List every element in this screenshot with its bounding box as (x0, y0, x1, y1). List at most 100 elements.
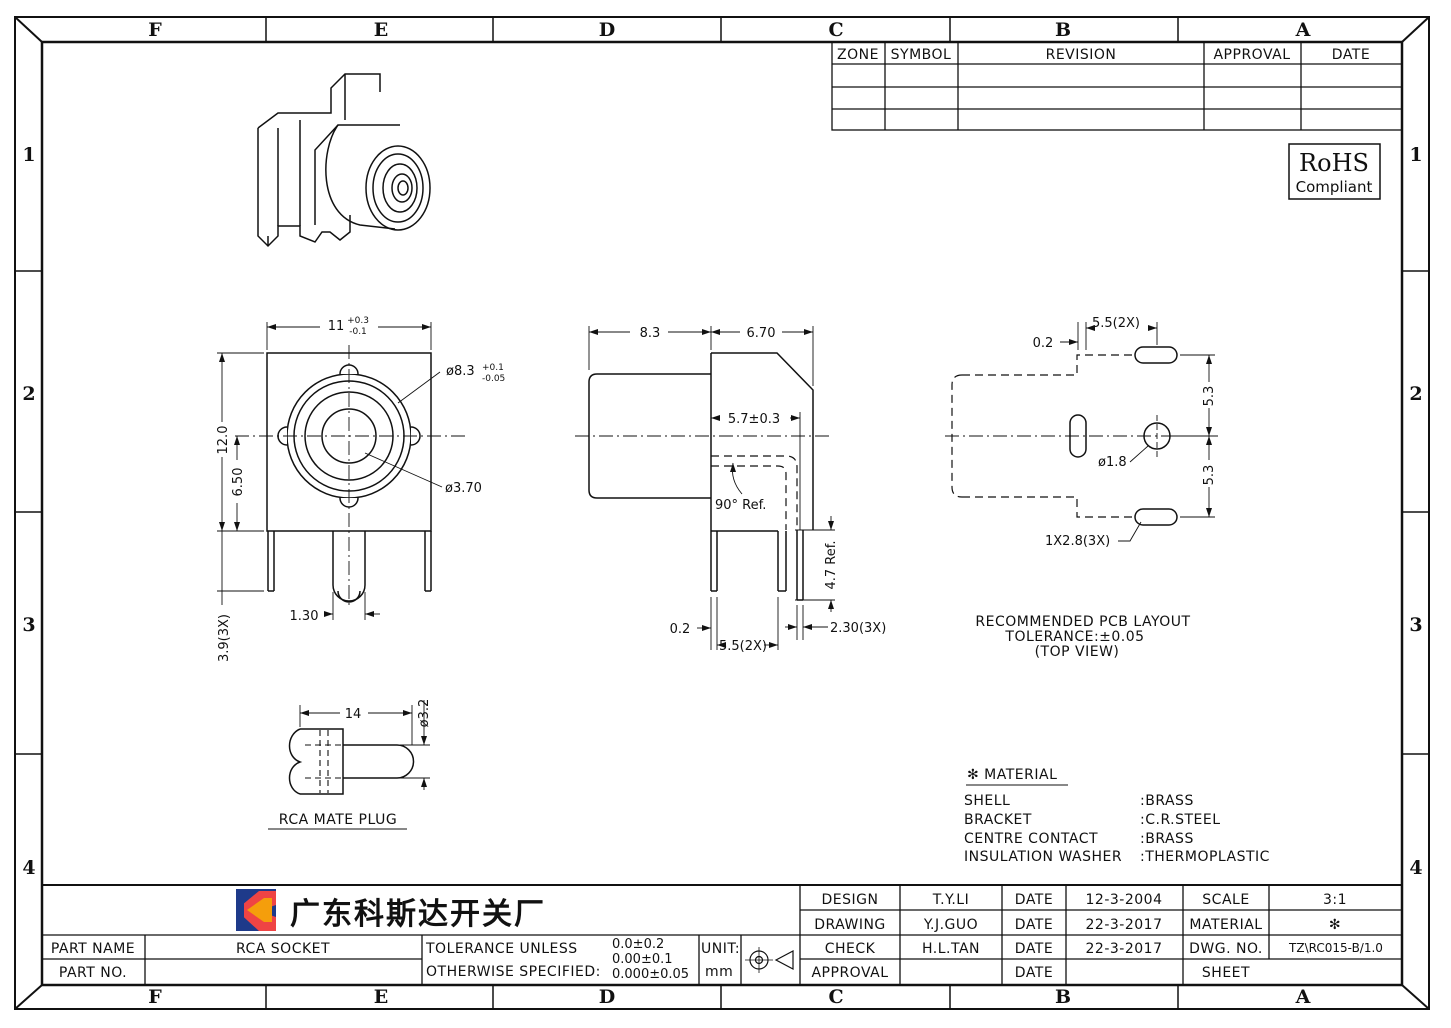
zone-row-right-4: 4 (1409, 857, 1422, 879)
side-pin-pitch-dim: 5.5(2X) (719, 639, 767, 654)
tolerance-line-1: TOLERANCE UNLESS (425, 941, 578, 957)
front-width-tol-plus: +0.3 (347, 316, 369, 326)
plug-dia-dim: ø3.2 (417, 699, 432, 728)
rev-header-symbol: SYMBOL (891, 47, 952, 63)
design-value: T.Y.LI (932, 892, 969, 908)
zone-col-top-a: A (1295, 19, 1311, 41)
approval-label: APPROVAL (811, 965, 888, 981)
design-date-value: 12-3-2004 (1086, 892, 1163, 908)
drawing-date-label: DATE (1015, 917, 1053, 933)
pcb-pitch-dim: 5.5(2X) (1092, 316, 1140, 331)
side-angle-dim: 90° Ref. (715, 498, 766, 513)
zone-col-top-f: F (148, 19, 162, 41)
front-width-dim: 11 (328, 319, 345, 334)
front-pin-length-dim: 3.9(3X) (217, 614, 232, 662)
projection-symbol-icon (745, 947, 794, 973)
material-label: MATERIAL (1189, 917, 1262, 933)
material-value: ✻ (1329, 917, 1341, 933)
pcb-caption-title: RECOMMENDED PCB LAYOUT (975, 614, 1190, 630)
scale-label: SCALE (1202, 892, 1249, 908)
pcb-offset-dim: 0.2 (1033, 336, 1054, 351)
side-pin-thickness-dim: 0.2 (670, 622, 691, 637)
scale-value: 3:1 (1323, 892, 1347, 908)
front-shell-tol-minus: -0.05 (482, 374, 505, 384)
side-contact-pos-dim: 5.7±0.3 (728, 412, 780, 427)
zone-col-bottom-a: A (1295, 986, 1311, 1008)
front-center-height-dim: 6.50 (231, 468, 246, 497)
zone-col-top-c: C (828, 19, 843, 41)
front-pin-width-dim: 1.30 (290, 609, 319, 624)
zone-col-top-e: E (374, 19, 388, 41)
zone-row-left-1: 1 (22, 144, 35, 166)
dwg-no-label: DWG. NO. (1189, 941, 1263, 957)
rohs-badge: RoHS Compliant (1288, 143, 1381, 200)
pcb-slot-pitch-top-dim: 5.3 (1202, 386, 1217, 407)
material-value-shell: :BRASS (1140, 793, 1194, 809)
material-part-washer: INSULATION WASHER (964, 849, 1122, 865)
check-label: CHECK (825, 941, 876, 957)
drawing-value: Y.J.GUO (923, 917, 978, 933)
front-view: 11 +0.3 -0.1 12.0 6.50 ø8.3 +0.1 -0.05 ø… (216, 316, 505, 662)
design-date-label: DATE (1015, 892, 1053, 908)
check-date-value: 22-3-2017 (1086, 941, 1163, 957)
tolerance-line-2: OTHERWISE SPECIFIED: (426, 964, 601, 980)
zone-col-top-b: B (1055, 19, 1071, 41)
zone-row-right-3: 3 (1409, 614, 1422, 636)
title-block: 广东科斯达开关厂 PART NAME RCA SOCKET PART NO. T… (42, 884, 1402, 985)
zone-col-bottom-c: C (828, 986, 843, 1008)
rev-header-revision: REVISION (1046, 47, 1117, 63)
check-date-label: DATE (1015, 941, 1053, 957)
zone-row-left-3: 3 (22, 614, 35, 636)
zone-row-left-2: 2 (22, 383, 35, 405)
part-no-label: PART NO. (59, 965, 127, 981)
rohs-title: RoHS (1299, 149, 1369, 177)
zone-row-right-1: 1 (1409, 144, 1422, 166)
tolerance-1: 0.0±0.2 (612, 937, 664, 952)
design-label: DESIGN (822, 892, 879, 908)
front-height-dim: 12.0 (216, 426, 231, 455)
company-logo (236, 889, 276, 931)
pcb-slot-size-dim: 1X2.8(3X) (1045, 534, 1110, 549)
material-value-bracket: :C.R.STEEL (1140, 812, 1221, 828)
approval-date-label: DATE (1015, 965, 1053, 981)
check-value: H.L.TAN (922, 941, 980, 957)
unit-value: mm (705, 964, 733, 980)
material-part-contact: CENTRE CONTACT (964, 831, 1098, 847)
sheet-label: SHEET (1202, 965, 1250, 981)
rohs-subtitle: Compliant (1296, 178, 1373, 196)
revision-table: ZONE SYMBOL REVISION APPROVAL DATE (831, 41, 1403, 131)
drawing-date-value: 22-3-2017 (1086, 917, 1163, 933)
zone-col-bottom-b: B (1055, 986, 1071, 1008)
pcb-caption-tolerance: TOLERANCE:±0.05 (1004, 629, 1144, 645)
tolerance-2: 0.00±0.1 (612, 952, 673, 967)
front-width-tol-minus: -0.1 (349, 327, 367, 337)
dwg-no-value: TZ\RC015-B/1.0 (1288, 941, 1383, 955)
rev-header-date: DATE (1332, 47, 1370, 63)
material-title: ✻ MATERIAL (967, 767, 1057, 783)
front-contact-dia-dim: ø3.70 (445, 481, 482, 496)
rev-header-zone: ZONE (837, 47, 879, 63)
tolerance-3: 0.000±0.05 (612, 967, 689, 982)
side-view: 8.3 6.70 5.7±0.3 90° Ref. 4.7 Ref. 0.2 5… (575, 326, 886, 654)
company-name: 广东科斯达开关厂 (290, 897, 546, 932)
side-pin-width-dim: 2.30(3X) (830, 621, 886, 636)
isometric-view (257, 73, 431, 248)
material-value-washer: :THERMOPLASTIC (1140, 849, 1270, 865)
unit-label: UNIT: (701, 941, 740, 957)
material-part-shell: SHELL (964, 793, 1010, 809)
zone-col-bottom-f: F (148, 986, 162, 1008)
pcb-caption-view: (TOP VIEW) (1035, 644, 1120, 660)
zone-col-bottom-d: D (599, 986, 615, 1008)
material-part-bracket: BRACKET (964, 812, 1032, 828)
zone-row-right-2: 2 (1409, 383, 1422, 405)
pcb-hole-dia-dim: ø1.8 (1098, 455, 1127, 470)
zone-col-top-d: D (599, 19, 615, 41)
plug-length-dim: 14 (345, 707, 362, 722)
pcb-slot-pitch-bottom-dim: 5.3 (1202, 465, 1217, 486)
plug-caption: RCA MATE PLUG (279, 812, 397, 828)
rev-header-approval: APPROVAL (1213, 47, 1290, 63)
frame (14, 16, 1430, 1010)
front-shell-dia-dim: ø8.3 (446, 364, 475, 379)
